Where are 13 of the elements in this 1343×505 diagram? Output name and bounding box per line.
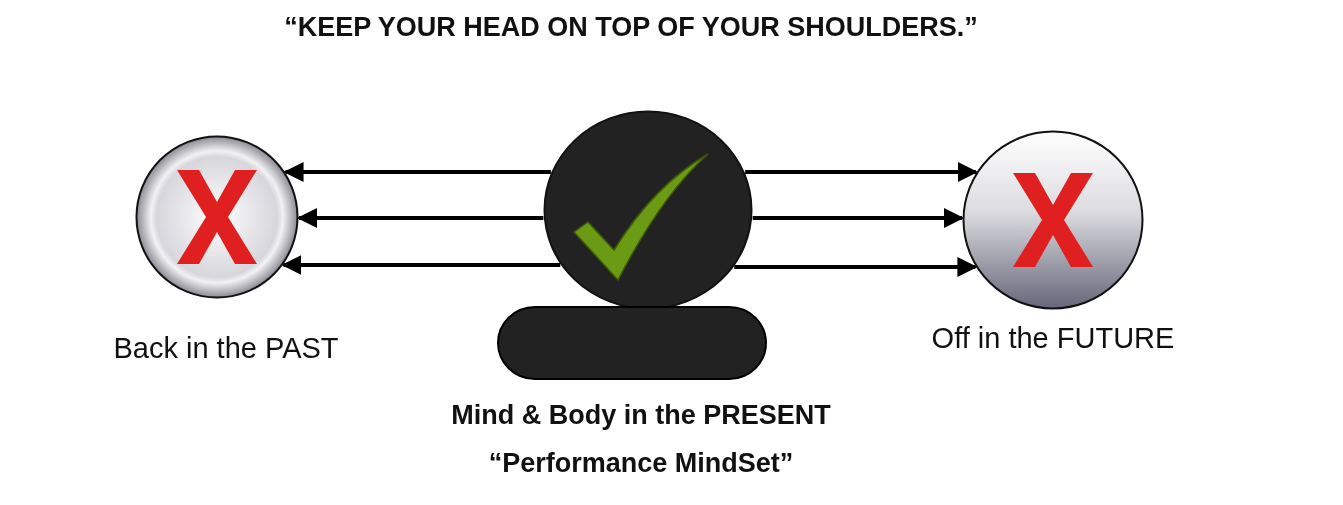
- caption-text: Off in the FUTURE: [931, 322, 1175, 355]
- caption-text: Mind & Body in the PRESENT: [451, 400, 831, 431]
- arrow: [734, 257, 978, 277]
- arrow: [283, 162, 551, 182]
- title: “KEEP YOUR HEAD ON TOP OF YOUR SHOULDERS.”: [284, 12, 978, 43]
- arrow: [752, 208, 964, 228]
- arrow: [297, 208, 544, 228]
- arrow: [281, 255, 561, 275]
- caption-text: “Performance MindSet”: [488, 448, 794, 479]
- arrow: [745, 162, 978, 182]
- circle-shape: [962, 130, 1144, 310]
- caption-text: Back in the PAST: [113, 332, 339, 365]
- circle-shape: [135, 135, 299, 299]
